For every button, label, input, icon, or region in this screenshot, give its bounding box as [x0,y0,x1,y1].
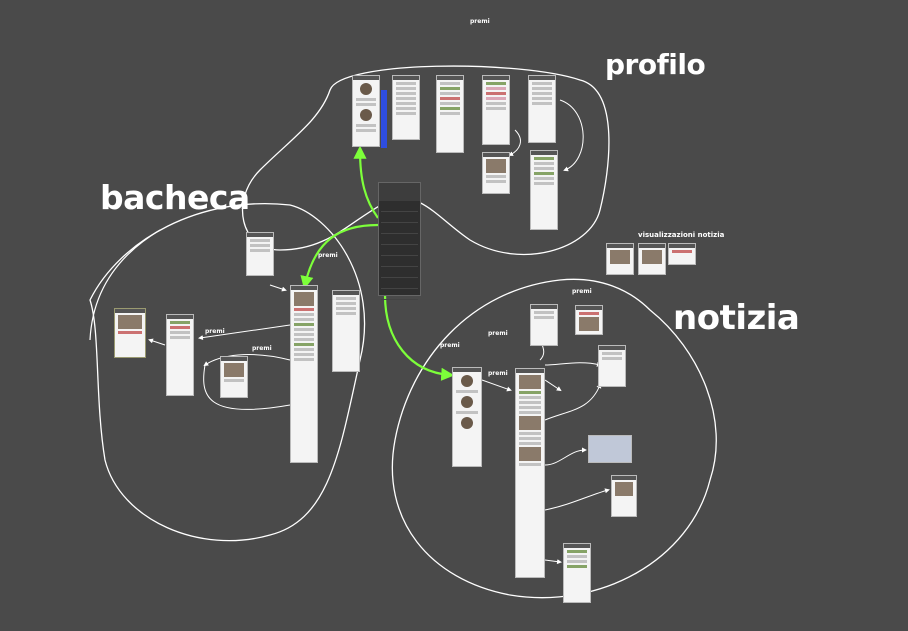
label-notizia: notizia [673,298,800,338]
profilo-screen-3 [436,75,464,153]
menu-row [381,246,418,256]
blue-bar [381,90,387,148]
menu-row [381,290,418,300]
note-premi-5: premi [488,370,508,377]
note-premi-8: premi [252,345,272,352]
bacheca-screen-c [166,314,194,396]
arrow-menu-to-profilo [353,145,379,219]
menu-row [381,224,418,234]
menu-row [381,257,418,267]
arrow-menu-to-notizia [383,294,455,381]
profilo-screen-7 [530,150,558,230]
notizia-screen-a [530,304,558,346]
notizia-screen-video [588,435,632,463]
label-profilo: profilo [605,48,706,81]
bacheca-tail [89,229,161,341]
menu-row [381,235,418,245]
menu-row [381,268,418,278]
bacheca-screen-a [246,232,274,276]
menu-row [381,213,418,223]
note-premi-7: premi [205,328,225,335]
profilo-loop [241,65,610,256]
bacheca-screen-e [220,356,248,398]
note-premi-2: premi [318,252,338,259]
notizia-screen-c [598,345,626,387]
menu-row [381,279,418,289]
bacheca-screen-d [114,308,146,358]
notizia-screen-b [575,305,603,335]
visualizzazioni-screen-2 [638,243,666,275]
profilo-screen-1 [352,75,380,147]
notizia-screen-article [515,368,545,578]
notizia-screen-comments [563,543,591,603]
bacheca-loop [89,203,366,542]
main-menu-screen [378,182,421,300]
visualizzazioni-screen-3 [668,243,696,265]
menu-row [381,202,418,212]
arrow-menu-to-bacheca [300,223,379,290]
profilo-screen-5 [528,75,556,143]
label-bacheca: bacheca [100,178,250,217]
note-premi-4: premi [440,342,460,349]
notizia-loop [391,278,717,599]
notizia-screen-photo [611,475,637,517]
note-premi-6: premi [572,288,592,295]
profilo-screen-6 [482,152,510,194]
visualizzazioni-screen-1 [606,243,634,275]
bacheca-screen-b [332,290,360,372]
profilo-screen-4 [482,75,510,145]
note-premi-1: premi [470,18,490,25]
note-premi-3: premi [488,330,508,337]
label-visualizzazioni-notizia: visualizzazioni notizia [638,231,725,239]
notizia-screen-list [452,367,482,467]
bacheca-screen-feed [290,285,318,463]
profilo-screen-2 [392,75,420,140]
